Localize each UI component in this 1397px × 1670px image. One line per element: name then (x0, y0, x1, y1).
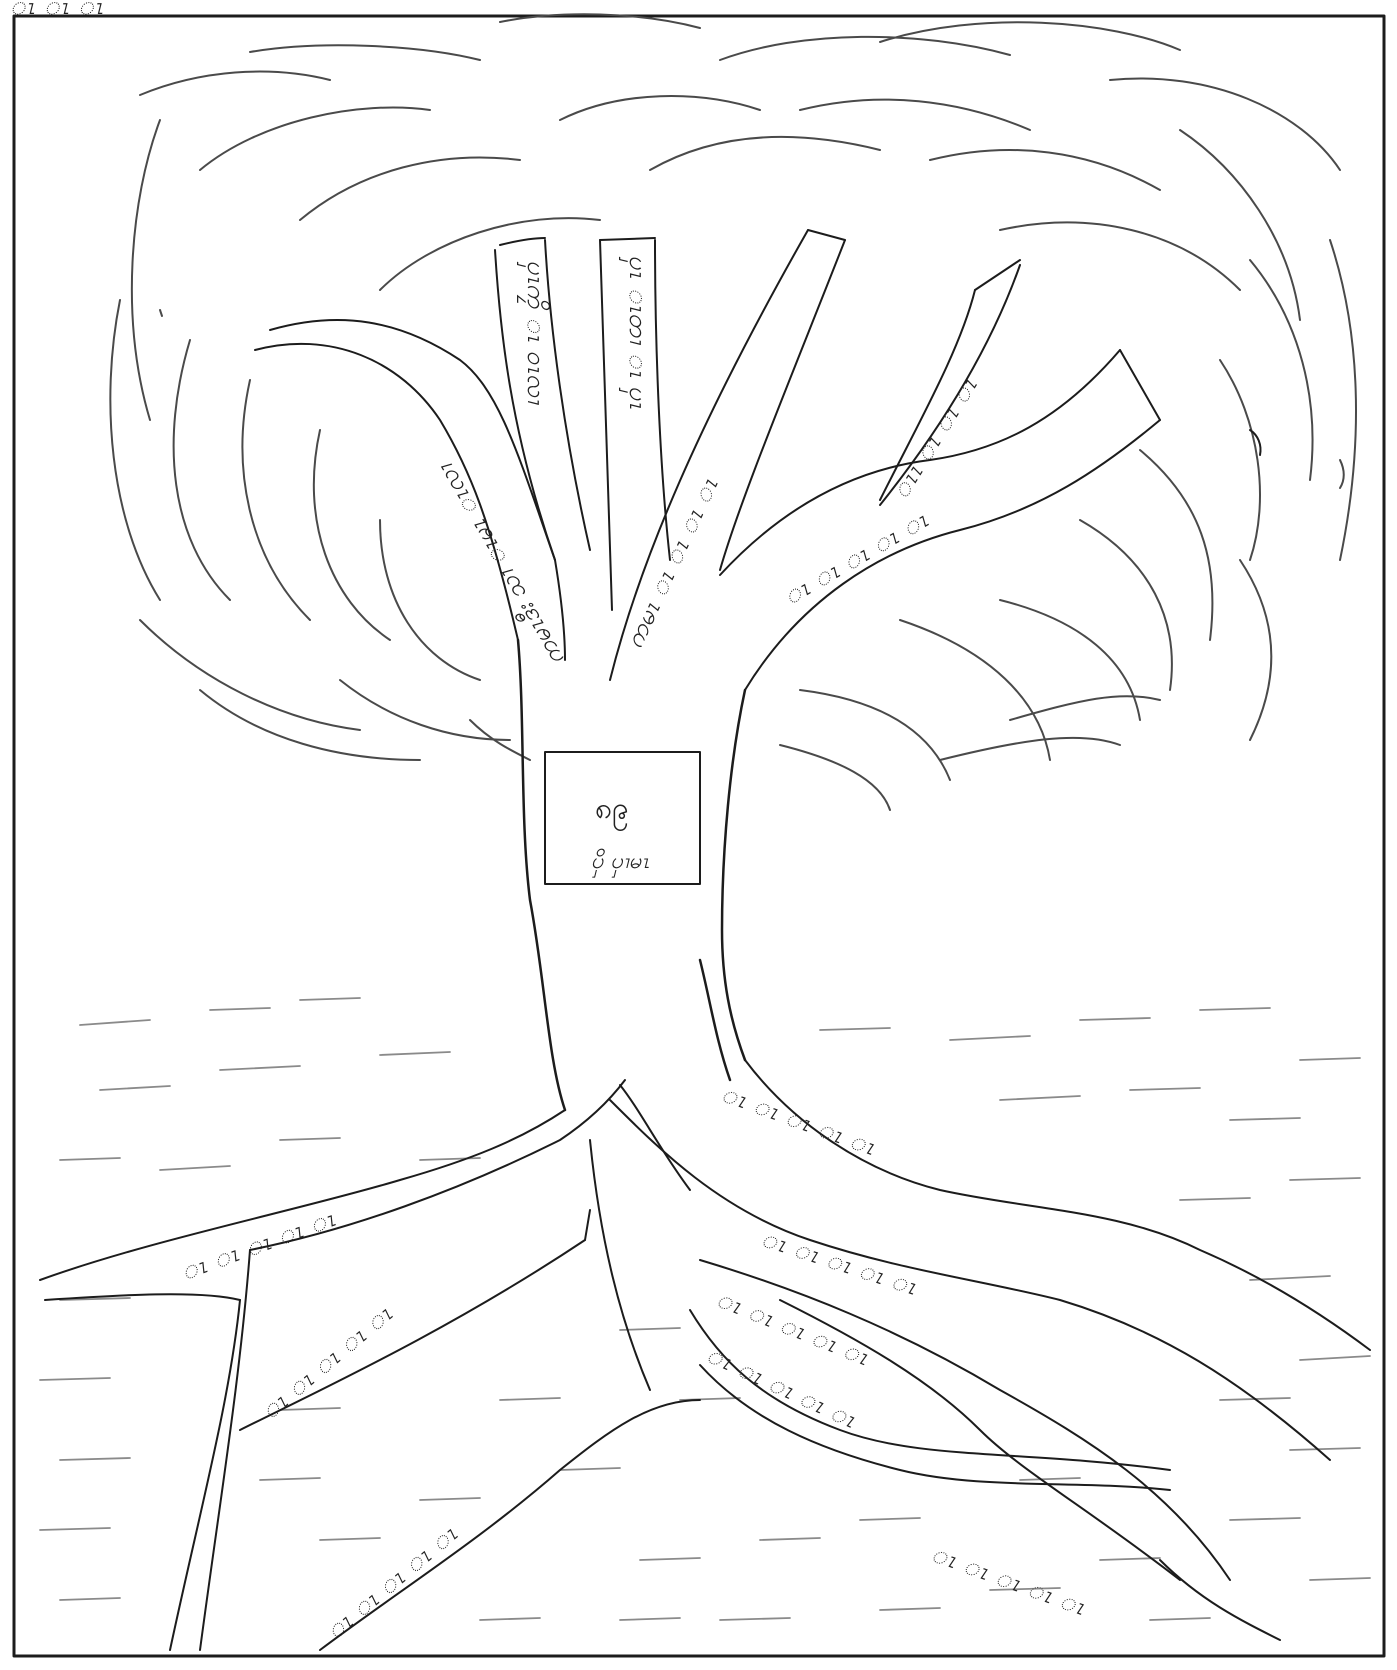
root-label: ၤ ၤ ၤ ၤ ၤ (758, 1223, 920, 1300)
frame-border (12, 14, 1386, 1658)
root-label: ၤ ၤ ၤ ၤ ၤ (177, 1203, 339, 1285)
root-label: ၤ ၤ ၤ ၤ ၤ (718, 1078, 880, 1160)
root-label: ၤ ၤ ၤ ၤ ၤ (320, 1519, 462, 1645)
branch-outlines (254, 229, 1262, 691)
trunk (516, 638, 747, 1112)
trunk-box-number: ၈၉ (595, 791, 629, 832)
root-outlines (39, 1059, 1371, 1651)
root-labels: ၤ ၤ ၤ ၤ ၤ ၤ ၤ ၤ ၤ ၤ ၤ ၤ ၤ ၤ ၤ ၤ ၤ ၤ ၤ ၤ … (177, 1078, 1089, 1644)
trunk-label-box: ၈၉ ၦိ ၦၢမၤ (544, 751, 701, 885)
root-label: ၤ ၤ ၤ ၤ ၤ (928, 1538, 1090, 1620)
branch-label: ၦၤ ၤတၢ ၤ ၦၤ (619, 255, 653, 409)
branch-label: ၤ ၤ ၤ ၤ ၤ (779, 504, 933, 610)
trunk-box-caption: ၦိ ၦၢမၤ (591, 848, 650, 878)
trunk-box-frame (544, 751, 701, 885)
branch-label: ကမၤဒီး သၢ ၤမၤ ၤလၢ (430, 458, 570, 671)
canopy-wisps (109, 13, 1357, 811)
branch-label: ၦၤကၠိ ၤ ဝၤလၢ (517, 260, 551, 405)
